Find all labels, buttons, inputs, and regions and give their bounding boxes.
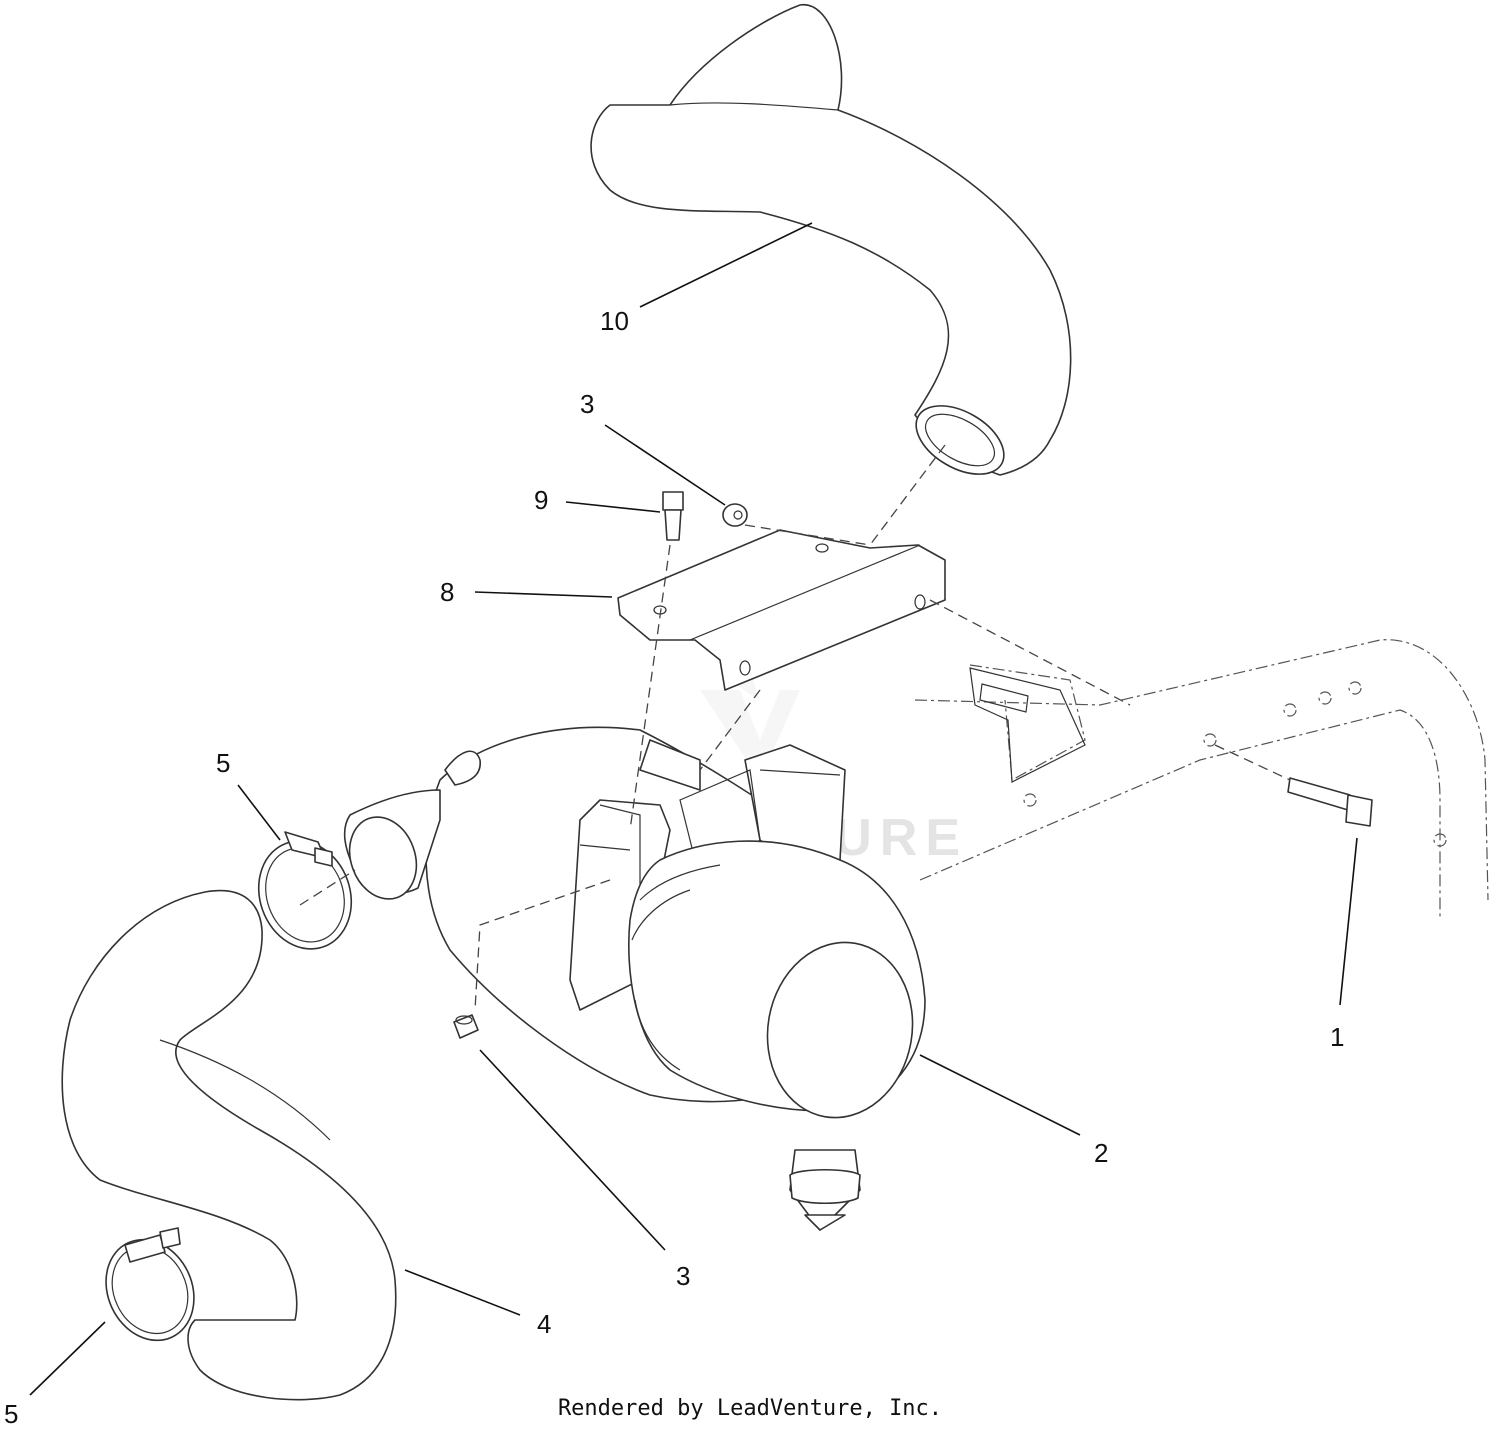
callout-10: 10: [600, 306, 629, 336]
callout-8: 8: [440, 577, 454, 607]
nut-upper: [722, 503, 748, 527]
dust-valve: [789, 1149, 861, 1231]
nut-lower: [453, 1014, 479, 1039]
air-cleaner-band: [569, 744, 846, 1011]
hose-clamp-lower: [105, 1227, 195, 1342]
callout-4: 4: [537, 1309, 551, 1339]
assembly-guides: [299, 444, 1291, 1011]
footer-credit: Rendered by LeadVenture, Inc.: [557, 1396, 943, 1421]
frame-outline: [914, 639, 1489, 920]
callout-3-lower: 3: [676, 1261, 690, 1291]
frame-bracket: [969, 667, 1086, 783]
callout-5-lower: 5: [4, 1399, 18, 1429]
callout-3-upper: 3: [580, 389, 594, 419]
air-cleaner-cover: [627, 840, 926, 1119]
callout-9: 9: [534, 485, 548, 515]
hose-clamp-upper: [257, 831, 353, 950]
mounting-bracket: [617, 529, 946, 691]
intake-tube-upper: [590, 4, 1072, 476]
bolt-upper: [662, 491, 684, 541]
callout-5-upper: 5: [216, 748, 230, 778]
bolt-frame: [1287, 777, 1373, 827]
intake-hose-lower: [61, 889, 397, 1401]
callout-2: 2: [1094, 1138, 1108, 1168]
callout-1: 1: [1330, 1022, 1344, 1052]
leader-lines: [29, 222, 1358, 1396]
